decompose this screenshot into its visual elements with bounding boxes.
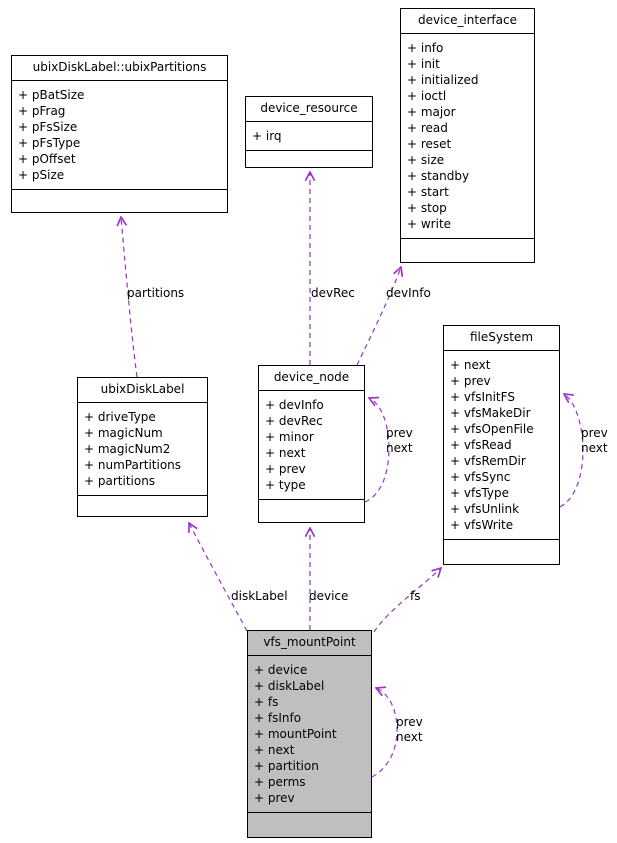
class-member: + next: [265, 446, 306, 460]
class-methods-compartment: [259, 500, 364, 522]
class-member: + next: [450, 358, 491, 372]
class-title: vfs_mountPoint: [248, 631, 371, 656]
class-member: + vfsUnlink: [450, 502, 520, 516]
edge-label-filesystem-prev-next: prev next: [581, 426, 608, 455]
class-member: + prev: [450, 374, 491, 388]
class-title: device_resource: [246, 97, 372, 122]
class-member: + major: [407, 105, 456, 119]
edge-label-disklabel: diskLabel: [231, 589, 288, 603]
edge-label-vfsmountpoint-prev-next: prev next: [396, 715, 423, 744]
class-members: + irq: [246, 122, 372, 151]
edge-label-device: device: [309, 589, 349, 603]
class-node-device-node[interactable]: device_node + devInfo + devRec + minor + ne…: [258, 365, 365, 523]
class-member: + pOffset: [18, 152, 76, 166]
class-title: ubixDiskLabel::ubixPartitions: [12, 56, 227, 81]
class-members: + devInfo + devRec + minor + next + prev + ty…: [259, 391, 364, 500]
class-members: + pBatSize + pFrag + pFsSize + pFsType + pOf…: [12, 81, 227, 190]
class-methods-compartment: [246, 151, 372, 167]
edge-label-devrec: devRec: [311, 286, 355, 300]
class-member: + mountPoint: [254, 727, 337, 741]
class-methods-compartment: [401, 239, 534, 262]
class-member: + stop: [407, 201, 447, 215]
class-member: + pSize: [18, 168, 65, 182]
class-node-vfs-mountpoint-current[interactable]: vfs_mountPoint + device+ diskLabel+ fs+ …: [247, 630, 372, 838]
class-member: + initialized: [407, 73, 479, 87]
class-member: + type: [265, 478, 306, 492]
class-member: + vfsType: [450, 486, 510, 500]
class-member: + vfsRead: [450, 438, 512, 452]
class-member: + fsInfo: [254, 711, 302, 725]
class-members: + next + prev + vfsInitFS + vfsMakeDir + vfs…: [444, 351, 559, 540]
class-member: + prev: [265, 462, 306, 476]
edge-vfsmountpoint-selfloop: [371, 688, 398, 778]
class-member: + pBatSize: [18, 88, 85, 102]
class-member: + vfsSync: [450, 470, 511, 484]
class-member: + reset: [407, 137, 452, 151]
class-member: + init: [407, 57, 440, 71]
class-member: + irq: [252, 129, 282, 143]
class-member: + prev: [254, 791, 295, 805]
class-member: + info: [407, 41, 444, 55]
class-node-ubixpartitions[interactable]: ubixDiskLabel::ubixPartitions + pBatSize…: [11, 55, 228, 213]
class-member: + standby: [407, 169, 470, 183]
class-member: + perms: [254, 775, 306, 789]
class-title: device_node: [259, 366, 364, 391]
edge-label-fs: fs: [410, 589, 421, 603]
class-methods-compartment: [12, 190, 227, 212]
class-node-device-interface[interactable]: device_interface + info + init + initializ…: [400, 8, 535, 263]
class-member: + fs: [254, 695, 279, 709]
edge-partitions: [121, 217, 138, 378]
class-members: + info + init + initialized + ioctl + major +…: [401, 34, 534, 239]
class-member: + diskLabel: [254, 679, 325, 693]
class-member: + vfsRemDir: [450, 454, 526, 468]
class-methods-compartment: [78, 496, 207, 516]
class-member: + start: [407, 185, 449, 199]
class-member: + partition: [254, 759, 319, 773]
class-member: + devInfo: [265, 398, 324, 412]
class-member: + driveType: [84, 410, 156, 424]
class-member: + devRec: [265, 414, 323, 428]
class-member: + ioctl: [407, 89, 447, 103]
class-members: + driveType + magicNum + magicNum2 + numPar…: [78, 403, 207, 496]
class-member: + write: [407, 217, 452, 231]
edge-devinfo: [356, 267, 401, 366]
class-title: fileSystem: [444, 326, 559, 351]
class-member: + partitions: [84, 474, 156, 488]
class-member: + pFsType: [18, 136, 81, 150]
class-member: + read: [407, 121, 448, 135]
class-member: + magicNum: [84, 426, 163, 440]
edge-label-devicenode-prev-next: prev next: [386, 426, 413, 455]
class-member: + vfsOpenFile: [450, 422, 534, 436]
class-title: device_interface: [401, 9, 534, 34]
edge-disklabel: [189, 523, 248, 632]
edge-devicenode-selfloop: [364, 398, 390, 503]
class-methods-compartment: [444, 540, 559, 564]
class-member: + vfsMakeDir: [450, 406, 531, 420]
edge-label-devinfo: devInfo: [386, 286, 431, 300]
class-member: + size: [407, 153, 445, 167]
edge-label-partitions: partitions: [127, 286, 185, 300]
class-member: + vfsInitFS: [450, 390, 515, 404]
class-member: + pFsSize: [18, 120, 78, 134]
edge-fs: [373, 568, 441, 633]
class-title: ubixDiskLabel: [78, 378, 207, 403]
class-member: + pFrag: [18, 104, 66, 118]
class-node-ubixdisklabel[interactable]: ubixDiskLabel + driveType + magicNum + mag…: [77, 377, 208, 517]
class-node-device-resource[interactable]: device_resource + irq: [245, 96, 373, 168]
class-member: + minor: [265, 430, 314, 444]
class-members: + device + diskLabel + fs + fsInfo + mountPo…: [248, 656, 371, 813]
class-node-filesystem[interactable]: fileSystem + next + prev + vfsInitFS + vfsM…: [443, 325, 560, 565]
class-methods-compartment: [248, 813, 371, 837]
class-member: + numPartitions: [84, 458, 182, 472]
edge-filesystem-selfloop: [559, 394, 584, 508]
class-member: + device: [254, 663, 308, 677]
class-member: + magicNum2: [84, 442, 171, 456]
class-member: + next: [254, 743, 295, 757]
class-member: + vfsWrite: [450, 518, 514, 532]
